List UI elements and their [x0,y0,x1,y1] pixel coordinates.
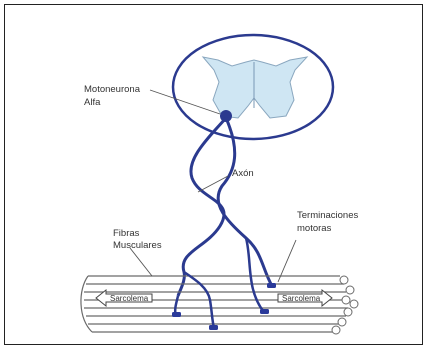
left-arrow-label: Sarcolema [110,294,149,303]
motoneuron-label-line1: Motoneurona [84,84,141,95]
axon-label: Axón [232,168,254,179]
muscle-fiber-bundle [81,276,358,334]
fibers-label-line1: Fibras [113,228,140,239]
motoneuron-label-line2: Alfa [84,97,101,108]
motor-endplate-2 [209,325,218,330]
motoneuron-pointer [150,90,220,114]
fibers-label-line2: Musculares [113,240,162,251]
fibers-pointer [130,248,152,276]
motor-endplate-1 [172,312,181,317]
gray-matter [203,57,307,118]
terminals-label-line2: motoras [297,223,332,234]
right-arrow-label: Sarcolema [282,294,321,303]
motor-endplate-4 [267,283,276,288]
motor-endplate-3 [260,309,269,314]
axon-branch-right [218,118,272,286]
terminals-label-line1: Terminaciones [297,210,358,221]
